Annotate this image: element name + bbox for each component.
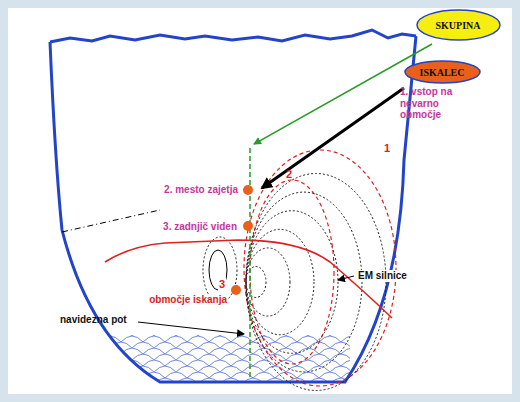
location-dot (243, 221, 253, 231)
note-label: navidezna pot (60, 314, 127, 326)
field-line (246, 174, 386, 391)
field-line (246, 267, 266, 298)
searcher-ellipse: ISKALEC (404, 60, 481, 84)
valley-outline (50, 36, 416, 382)
ridge-line (50, 30, 416, 42)
callout-number: 2 (286, 168, 292, 181)
field-line (246, 211, 338, 354)
callout-number: 3 (218, 278, 226, 291)
field-line (246, 192, 362, 372)
location-dot (243, 185, 253, 195)
node-label: ISKALEC (419, 67, 464, 78)
field-line (246, 248, 290, 316)
location-dot (231, 285, 241, 295)
group-ellipse: SKUPINA (416, 9, 501, 41)
scree-texture (110, 335, 350, 385)
red-boundary (105, 240, 392, 318)
field-lines (246, 174, 386, 391)
callout-number: 1 (384, 142, 390, 155)
small-ellipse (209, 250, 227, 290)
white-panel (8, 8, 512, 394)
area-label: območje iskanja (148, 294, 228, 306)
apparent-path (249, 148, 251, 378)
searcher-arrow (262, 88, 404, 188)
step-label: 3. zadnjič viden (162, 221, 238, 233)
node-label: SKUPINA (435, 20, 480, 31)
step-label: 1. vstop na nevarno območje (400, 86, 462, 121)
note-label: EM silnice (357, 270, 408, 282)
step-label: 2. mesto zajetja (164, 184, 238, 196)
leader-arrow (138, 322, 244, 334)
leader-arrow (338, 276, 354, 280)
field-line (246, 229, 314, 334)
dash-dot-line (62, 210, 160, 232)
